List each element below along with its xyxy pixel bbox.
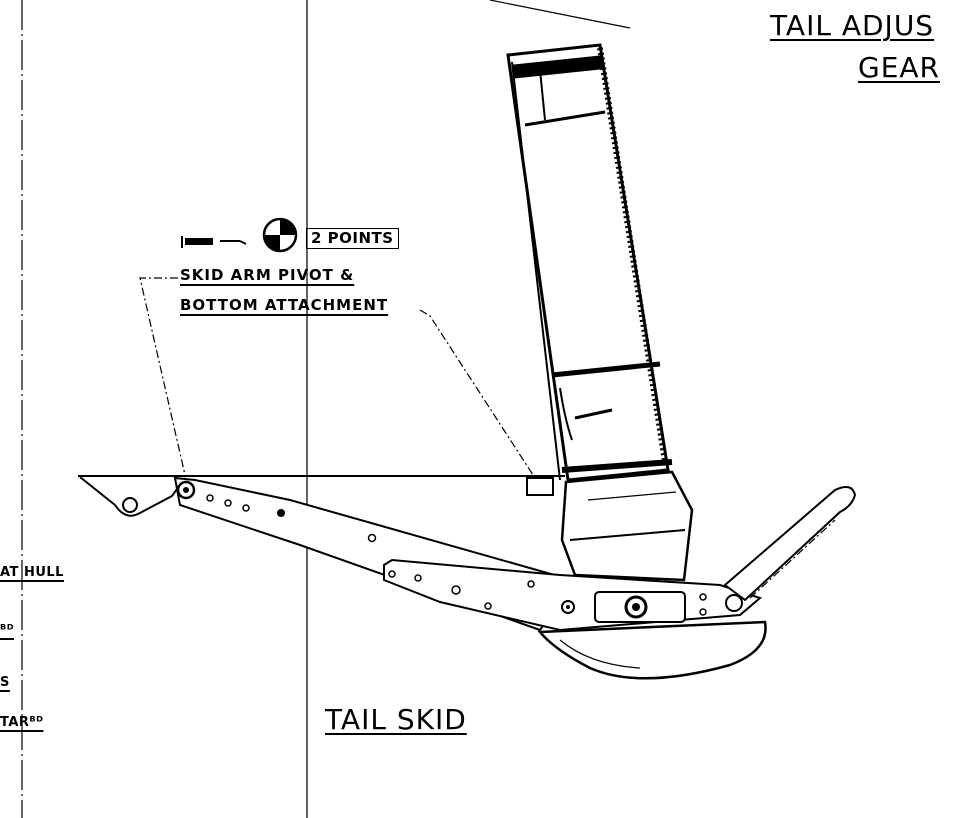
edge-label-bd: ᴮᴰ (0, 623, 15, 638)
skid-arm-note-line2: BOTTOM ATTACHMENT (180, 296, 389, 314)
leader-lines (139, 277, 836, 599)
hull-upper-line (489, 0, 631, 29)
diagram-title-line2: GEAR (858, 51, 940, 84)
hull-bracket (79, 476, 186, 517)
skid-arm-note-line1: SKID ARM PIVOT & (180, 266, 355, 284)
skid-plate (383, 558, 763, 632)
points-note: 2 POINTS (306, 228, 399, 249)
lubrication-point-icon (262, 217, 298, 253)
shock-strut (506, 43, 694, 582)
edge-label-hull: AT HULL (0, 565, 64, 580)
torque-wrench-icon (181, 236, 247, 248)
edge-label-starbd: TARᴮᴰ (0, 715, 44, 730)
diagram-title-line1: TAIL ADJUS (770, 9, 935, 42)
edge-label-s: S (0, 675, 10, 690)
skid-lever (723, 485, 857, 602)
skid-shoe (537, 620, 767, 680)
tail-skid-caption: TAIL SKID (325, 703, 467, 736)
